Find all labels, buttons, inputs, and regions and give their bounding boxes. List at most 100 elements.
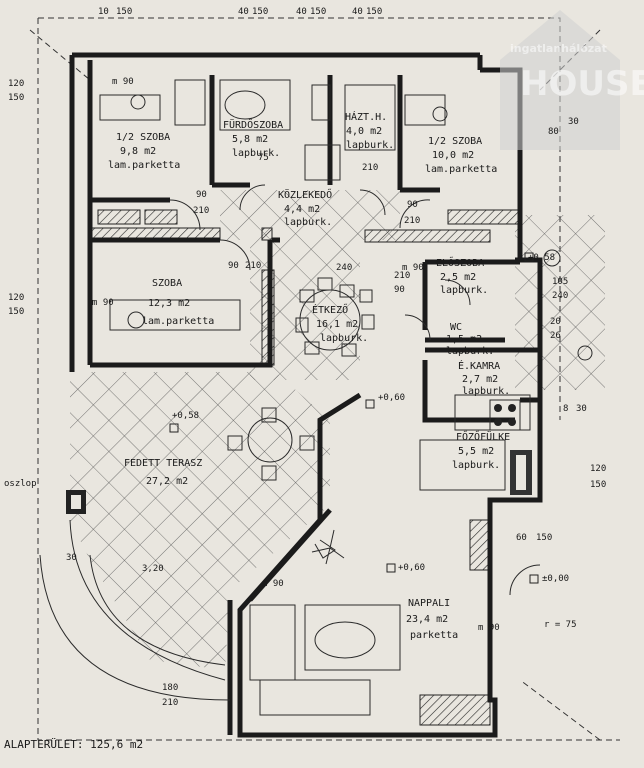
svg-text:210: 210 <box>162 698 178 708</box>
svg-text:150: 150 <box>116 7 132 17</box>
svg-text:lapburk.: lapburk. <box>446 346 494 357</box>
svg-text:40: 40 <box>352 7 363 17</box>
svg-text:parketta: parketta <box>410 630 458 641</box>
room-label-terasz: FEDETT TERASZ 27,2 m2 <box>124 458 202 487</box>
svg-text:ÉTKEZŐ: ÉTKEZŐ <box>312 302 348 316</box>
svg-text:90: 90 <box>407 200 418 210</box>
svg-text:5,5 m2: 5,5 m2 <box>458 446 494 457</box>
svg-text:150: 150 <box>252 7 268 17</box>
room-label-etkezo: ÉTKEZŐ 16,1 m2 lapburk. <box>312 302 368 344</box>
svg-text:2,5 m2: 2,5 m2 <box>440 272 476 283</box>
svg-text:2,7 m2: 2,7 m2 <box>462 374 498 385</box>
svg-text:20: 20 <box>550 317 561 327</box>
terrace-chairs <box>227 407 315 481</box>
svg-text:lapburk.: lapburk. <box>346 140 394 151</box>
watermark-logo: ingatlanhálózat HOUSE <box>500 10 644 150</box>
watermark-line1: ingatlanhálózat <box>510 42 607 55</box>
svg-text:lapburk.: lapburk. <box>440 285 488 296</box>
svg-text:SZOBA: SZOBA <box>152 278 182 289</box>
svg-text:+0,60: +0,60 <box>378 393 405 403</box>
svg-text:120: 120 <box>8 293 24 303</box>
svg-text:180: 180 <box>162 683 178 693</box>
bathtub <box>224 90 266 120</box>
svg-text:30: 30 <box>576 404 587 414</box>
svg-text:120: 120 <box>590 464 606 474</box>
svg-text:KÖZLEKEDŐ: KÖZLEKEDŐ <box>278 187 332 201</box>
dimension-labels: 120 150 120 150 120 150 m 90 m 90 m 90 m… <box>4 7 606 708</box>
svg-text:lapburk.: lapburk. <box>320 333 368 344</box>
svg-text:lapburk.: lapburk. <box>452 460 500 471</box>
svg-text:30: 30 <box>66 553 77 563</box>
svg-text:4,4 m2: 4,4 m2 <box>284 204 320 215</box>
stove-hob <box>489 399 521 431</box>
svg-text:30: 30 <box>568 117 579 127</box>
svg-text:lam.parketta: lam.parketta <box>108 160 180 171</box>
svg-text:150: 150 <box>366 7 382 17</box>
svg-text:210: 210 <box>245 261 261 271</box>
level-markers <box>169 252 539 584</box>
svg-text:210: 210 <box>404 216 420 226</box>
room-label-szoba1: 1/2 SZOBA 9,8 m2 lam.parketta <box>108 132 180 171</box>
svg-text:5,8 m2: 5,8 m2 <box>232 134 268 145</box>
garden-curve <box>39 519 231 701</box>
svg-text:150: 150 <box>536 533 552 543</box>
svg-text:+0,60: +0,60 <box>398 563 425 573</box>
svg-text:m 90: m 90 <box>402 263 424 273</box>
svg-text:lapburk.: lapburk. <box>284 217 332 228</box>
svg-text:WC: WC <box>450 322 462 333</box>
svg-text:26: 26 <box>550 331 561 341</box>
svg-text:m 90: m 90 <box>478 623 500 633</box>
total-floor-area: ALAPTERÜLET: 125,6 m2 <box>4 738 143 751</box>
svg-text:1/2 SZOBA: 1/2 SZOBA <box>116 132 170 143</box>
room-label-fozo: FŐZŐFÜLKE 5,5 m2 lapburk. <box>452 429 510 471</box>
room-label-wc: WC 1,5 m2 lapburk. <box>446 322 494 357</box>
svg-text:120: 120 <box>8 79 24 89</box>
svg-text:m 90: m 90 <box>262 579 284 589</box>
svg-text:oszlop: oszlop <box>4 479 37 489</box>
room-label-furdo: FÜRDŐSZOBA 5,8 m2 lapburk. <box>223 117 283 159</box>
svg-text:150: 150 <box>8 307 24 317</box>
svg-text:40: 40 <box>238 7 249 17</box>
terrace-table <box>247 417 293 463</box>
dining-chairs <box>295 277 375 357</box>
svg-text:16,1 m2: 16,1 m2 <box>316 319 358 330</box>
room-label-szoba2: 1/2 SZOBA 10,0 m2 lam.parketta <box>425 136 497 175</box>
svg-text:210: 210 <box>193 206 209 216</box>
svg-text:m 90: m 90 <box>92 298 114 308</box>
svg-text:60: 60 <box>516 533 527 543</box>
room-label-nappali: NAPPALI 23,4 m2 parketta <box>406 598 458 641</box>
svg-text:4,0 m2: 4,0 m2 <box>346 126 382 137</box>
svg-text:90: 90 <box>228 261 239 271</box>
svg-text:ELŐSZOBA: ELŐSZOBA <box>436 255 484 269</box>
kitchen-tile-grid <box>515 215 605 390</box>
svg-text:8: 8 <box>563 404 568 414</box>
svg-text:210: 210 <box>362 163 378 173</box>
svg-text:lapburk.: lapburk. <box>462 386 510 397</box>
svg-text:240: 240 <box>552 291 568 301</box>
svg-text:40: 40 <box>296 7 307 17</box>
rug <box>314 621 376 659</box>
svg-text:HÁZT.H.: HÁZT.H. <box>345 110 387 123</box>
svg-text:23,4 m2: 23,4 m2 <box>406 614 448 625</box>
svg-text:+0,58: +0,58 <box>172 411 199 421</box>
svg-text:3,20: 3,20 <box>142 564 164 574</box>
svg-text:lam.parketta: lam.parketta <box>142 316 214 327</box>
svg-text:90: 90 <box>196 190 207 200</box>
room-label-szoba3: SZOBA 12,3 m2 lam.parketta <box>142 278 214 327</box>
svg-text:150: 150 <box>8 93 24 103</box>
svg-text:±0,00: ±0,00 <box>542 574 569 584</box>
svg-text:lapburk.: lapburk. <box>232 148 280 159</box>
room-label-eloszoba: ELŐSZOBA 2,5 m2 lapburk. <box>436 255 488 296</box>
room-label-kozlek: KÖZLEKEDŐ 4,4 m2 lapburk. <box>278 187 332 228</box>
svg-text:90: 90 <box>394 285 405 295</box>
svg-text:75: 75 <box>258 153 269 163</box>
svg-text:150: 150 <box>590 480 606 490</box>
svg-text:240: 240 <box>336 263 352 273</box>
svg-text:FŐZŐFÜLKE: FŐZŐFÜLKE <box>456 429 510 443</box>
svg-text:É.KAMRA: É.KAMRA <box>458 359 500 372</box>
room-label-haztar: HÁZT.H. 4,0 m2 lapburk. <box>345 110 394 151</box>
svg-text:9,8 m2: 9,8 m2 <box>120 146 156 157</box>
watermark-line2: HOUSE <box>520 64 644 104</box>
svg-text:10,0 m2: 10,0 m2 <box>432 150 474 161</box>
